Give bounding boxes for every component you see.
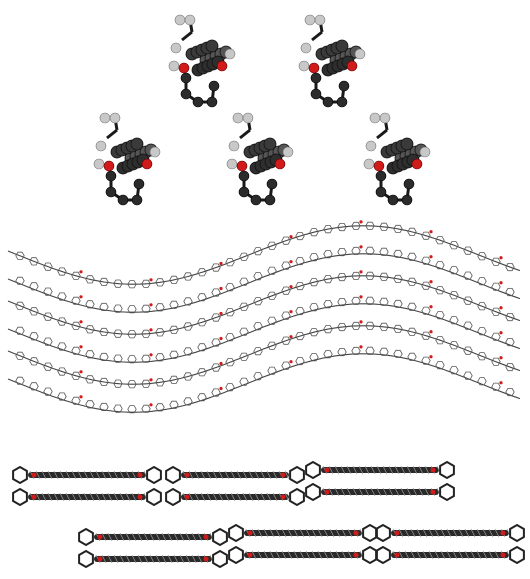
wavy-layer-3 bbox=[7, 270, 521, 339]
molecule-top-right bbox=[298, 14, 366, 108]
packing-columns-panel bbox=[0, 0, 530, 215]
molecule-bottom-middle bbox=[226, 112, 294, 206]
dimer-row1-a bbox=[12, 465, 162, 507]
wavy-layers-panel bbox=[0, 215, 530, 445]
dimer-row2-c bbox=[375, 523, 525, 565]
dimer-row2-a bbox=[78, 527, 228, 569]
dimer-row1-b bbox=[165, 465, 305, 507]
wavy-layer-4 bbox=[7, 295, 521, 364]
dimer-row1-c bbox=[305, 460, 455, 502]
stacked-dimers-svg bbox=[12, 460, 525, 569]
molecule-top-left bbox=[168, 14, 236, 108]
wavy-layer-5 bbox=[7, 320, 521, 389]
wavy-layer-6 bbox=[7, 345, 521, 414]
stacked-dimers-panel bbox=[0, 445, 530, 579]
molecule-bottom-left bbox=[93, 112, 161, 206]
wavy-layer-2 bbox=[7, 245, 521, 314]
wavy-layer-1 bbox=[7, 220, 521, 289]
molecule-bottom-right bbox=[363, 112, 431, 206]
dimer-row2-b bbox=[228, 523, 378, 565]
wavy-layers-svg bbox=[7, 220, 521, 414]
packing-columns-svg bbox=[93, 14, 431, 206]
